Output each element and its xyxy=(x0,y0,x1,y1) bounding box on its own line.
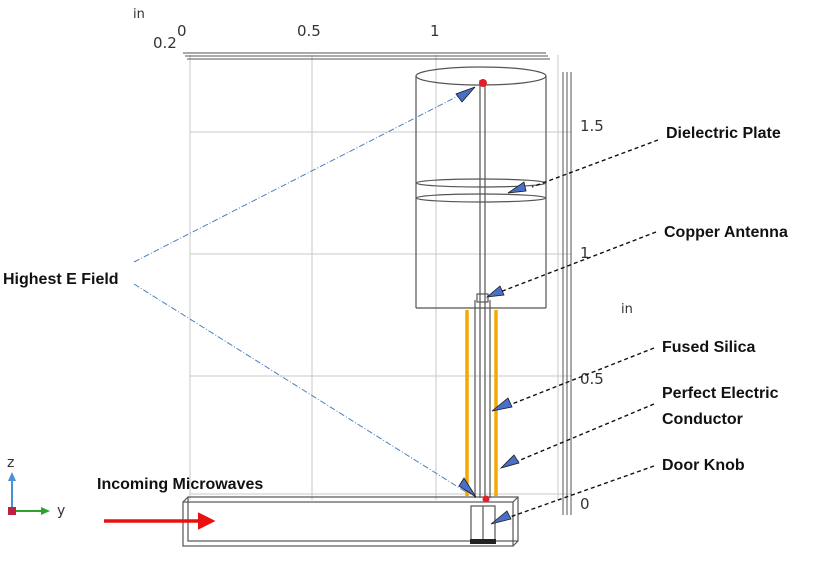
e-field-lines xyxy=(133,94,467,493)
callout-leaders xyxy=(499,139,659,518)
triad-origin xyxy=(8,507,16,515)
axis-triad: z y xyxy=(7,455,65,519)
leader-knob xyxy=(509,465,655,518)
waveguide-depth-2 xyxy=(512,496,519,503)
right-axis-tick-1: 1 xyxy=(580,244,590,262)
arrow-antenna xyxy=(485,285,505,298)
triad-z-arrow-icon xyxy=(8,472,16,481)
arrow-field-lower xyxy=(458,477,477,498)
label-copper-antenna: Copper Antenna xyxy=(664,224,788,241)
arrow-silica xyxy=(491,397,513,412)
label-perfect-electric: Perfect Electric xyxy=(662,385,779,402)
label-incoming-microwaves: Incoming Microwaves xyxy=(97,476,263,493)
fused-silica xyxy=(465,310,498,496)
label-dielectric-plate: Dielectric Plate xyxy=(666,125,781,142)
label-door-knob: Door Knob xyxy=(662,457,745,474)
arrow-pec xyxy=(499,454,520,469)
dielectric-plate-bottom xyxy=(415,193,547,203)
top-axis-tick-1: 1 xyxy=(430,22,440,40)
right-axis-tick-15: 1.5 xyxy=(580,117,604,135)
copper-antenna-tip xyxy=(476,293,489,303)
top-axis: in 0.2 0 0.5 1 xyxy=(133,7,550,60)
e-field-line-lower xyxy=(133,283,467,493)
top-axis-tick-left: 0.2 xyxy=(153,34,177,52)
triad-z-label: z xyxy=(7,455,14,471)
top-axis-tick-05: 0.5 xyxy=(297,22,321,40)
leader-pec xyxy=(517,403,655,462)
leader-antenna xyxy=(499,231,657,293)
leader-dielectric xyxy=(531,139,659,188)
highest-field-point-top xyxy=(479,79,487,87)
top-axis-unit: in xyxy=(133,7,145,22)
arrow-dielectric xyxy=(507,181,527,194)
label-conductor: Conductor xyxy=(662,411,743,428)
arrow-knob xyxy=(490,510,512,525)
label-highest-e-field: Highest E Field xyxy=(3,271,119,288)
triad-y-arrow-icon xyxy=(41,507,50,515)
arrow-field-upper xyxy=(455,86,476,103)
waveguide-depth-3 xyxy=(512,540,519,547)
background-grid xyxy=(189,55,572,500)
e-field-line-upper xyxy=(133,94,461,263)
door-knob-base xyxy=(470,539,496,544)
callout-arrowheads xyxy=(455,86,527,525)
waveguide-back xyxy=(187,496,519,542)
right-axis: 1.5 1 in 0.5 0 xyxy=(562,72,633,515)
triad-y-label: y xyxy=(57,503,65,519)
right-axis-tick-0: 0 xyxy=(580,495,590,513)
label-fused-silica: Fused Silica xyxy=(662,339,755,356)
device-geometry xyxy=(182,66,547,547)
highest-field-point-bottom xyxy=(482,495,490,503)
leader-silica xyxy=(511,347,655,405)
waveguide-depth-1 xyxy=(182,496,189,503)
waveguide-front xyxy=(182,501,514,547)
dielectric-plate-top xyxy=(415,178,547,188)
top-axis-tick-0: 0 xyxy=(177,22,187,40)
right-axis-unit: in xyxy=(621,302,633,317)
